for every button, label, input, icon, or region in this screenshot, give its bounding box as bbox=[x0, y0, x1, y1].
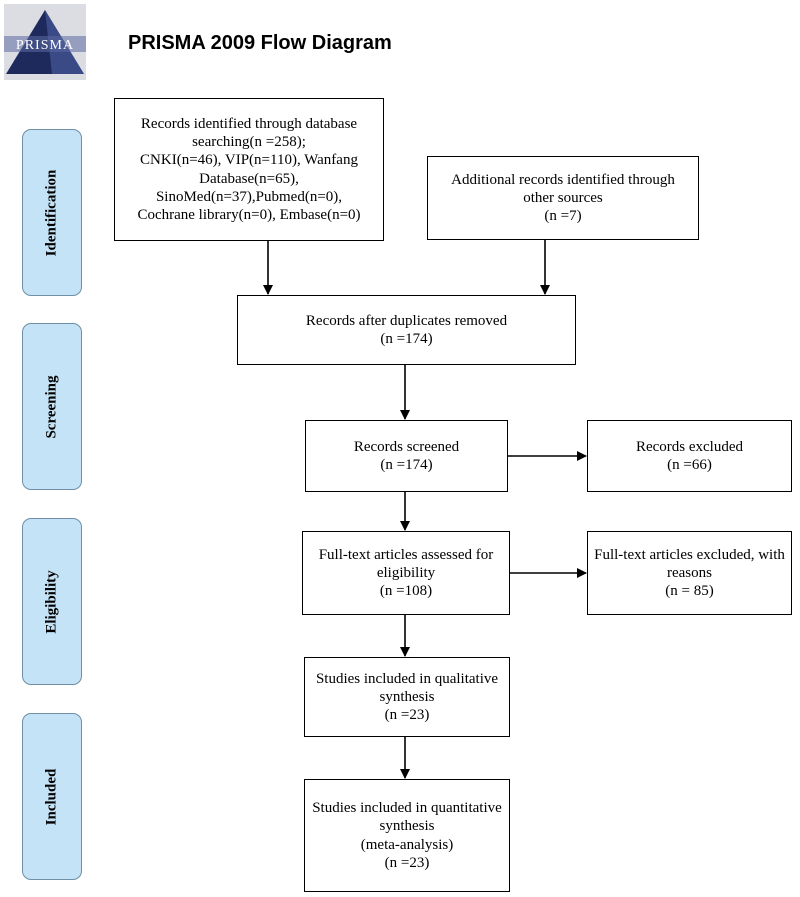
box-records-excluded: Records excluded (n =66) bbox=[587, 420, 792, 492]
logo-text: PRISMA bbox=[15, 38, 75, 53]
box-database-search: Records identified through database sear… bbox=[114, 98, 384, 241]
box-quantitative-synthesis: Studies included in quantitative synthes… bbox=[304, 779, 510, 892]
phase-identification: Identification bbox=[22, 129, 82, 296]
prisma-logo: PRISMA bbox=[4, 4, 86, 80]
box-other-sources: Additional records identified through ot… bbox=[427, 156, 699, 240]
box-duplicates-removed: Records after duplicates removed (n =174… bbox=[237, 295, 576, 365]
phase-screening: Screening bbox=[22, 323, 82, 490]
box-records-screened: Records screened (n =174) bbox=[305, 420, 508, 492]
phase-eligibility: Eligibility bbox=[22, 518, 82, 685]
phase-included: Included bbox=[22, 713, 82, 880]
box-fulltext-excluded: Full-text articles excluded, with reason… bbox=[587, 531, 792, 615]
box-fulltext-assessed: Full-text articles assessed for eligibil… bbox=[302, 531, 510, 615]
page-title: PRISMA 2009 Flow Diagram bbox=[128, 32, 392, 54]
box-qualitative-synthesis: Studies included in qualitative synthesi… bbox=[304, 657, 510, 737]
logo-graphic bbox=[4, 4, 86, 80]
